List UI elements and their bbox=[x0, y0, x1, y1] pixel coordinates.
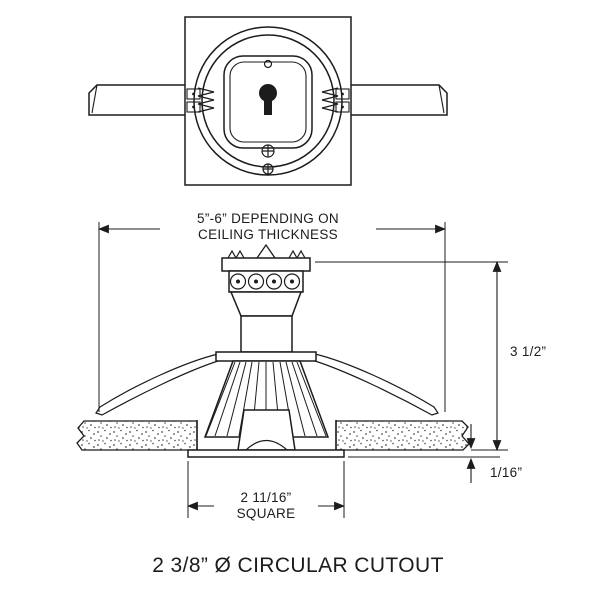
mounting-arm-left bbox=[95, 353, 219, 416]
dim-housing-width: 5”-6” DEPENDING ON CEILING THICKNESS bbox=[97, 206, 447, 412]
mounting-arm-right bbox=[314, 353, 439, 416]
mounting-flange bbox=[215, 351, 317, 362]
keyhole-slot bbox=[259, 84, 277, 115]
trim-flange-lip bbox=[187, 449, 345, 458]
bar-tab-left bbox=[186, 88, 201, 113]
hanger-bar-left bbox=[88, 84, 186, 116]
housing-plate-inner bbox=[229, 61, 307, 143]
screw-bottom-center bbox=[261, 144, 275, 158]
torsion-spring-right bbox=[321, 87, 339, 113]
dim-trim-square-line2: SQUARE bbox=[237, 506, 296, 521]
spring-clip-left bbox=[227, 249, 245, 260]
trim-ring-outer bbox=[193, 26, 343, 176]
spring-clip-right bbox=[288, 249, 306, 260]
top-plate bbox=[221, 257, 311, 272]
dim-housing-width-line1: 5”-6” DEPENDING ON bbox=[197, 211, 339, 226]
caption-circular-cutout: 2 3/8” Ø CIRCULAR CUTOUT bbox=[152, 554, 444, 577]
ceiling-section-left bbox=[76, 420, 198, 451]
housing-neck bbox=[229, 291, 303, 317]
dim-trim-square: 2 11/16” SQUARE bbox=[186, 461, 346, 523]
dim-housing-height: 3 1/2” bbox=[315, 260, 546, 452]
dim-housing-width-line2: CEILING THICKNESS bbox=[198, 227, 338, 242]
dim-trim-square-line1: 2 11/16” bbox=[241, 490, 292, 505]
reflector-cone bbox=[203, 360, 330, 438]
dimension-annotations: 5”-6” DEPENDING ON CEILING THICKNESS 3 1… bbox=[97, 206, 546, 523]
dim-housing-height-label: 3 1/2” bbox=[510, 344, 546, 359]
can-sides bbox=[196, 420, 337, 450]
screw-trim-bottom bbox=[262, 163, 274, 175]
top-view bbox=[88, 16, 448, 186]
hanger-bar-right bbox=[350, 84, 448, 116]
housing-body bbox=[240, 315, 293, 353]
lamp-opening bbox=[237, 409, 296, 451]
pilot-hole bbox=[263, 59, 273, 69]
dim-trim-reveal-label: 1/16” bbox=[490, 465, 522, 480]
bar-tab-right bbox=[335, 88, 350, 113]
section-view bbox=[76, 243, 470, 458]
junction-spring-box bbox=[228, 270, 304, 293]
dim-trim-reveal: 1/16” bbox=[348, 424, 522, 483]
torsion-spring-left bbox=[197, 87, 215, 113]
ceiling-section-right bbox=[335, 420, 470, 451]
center-clip bbox=[256, 243, 276, 259]
